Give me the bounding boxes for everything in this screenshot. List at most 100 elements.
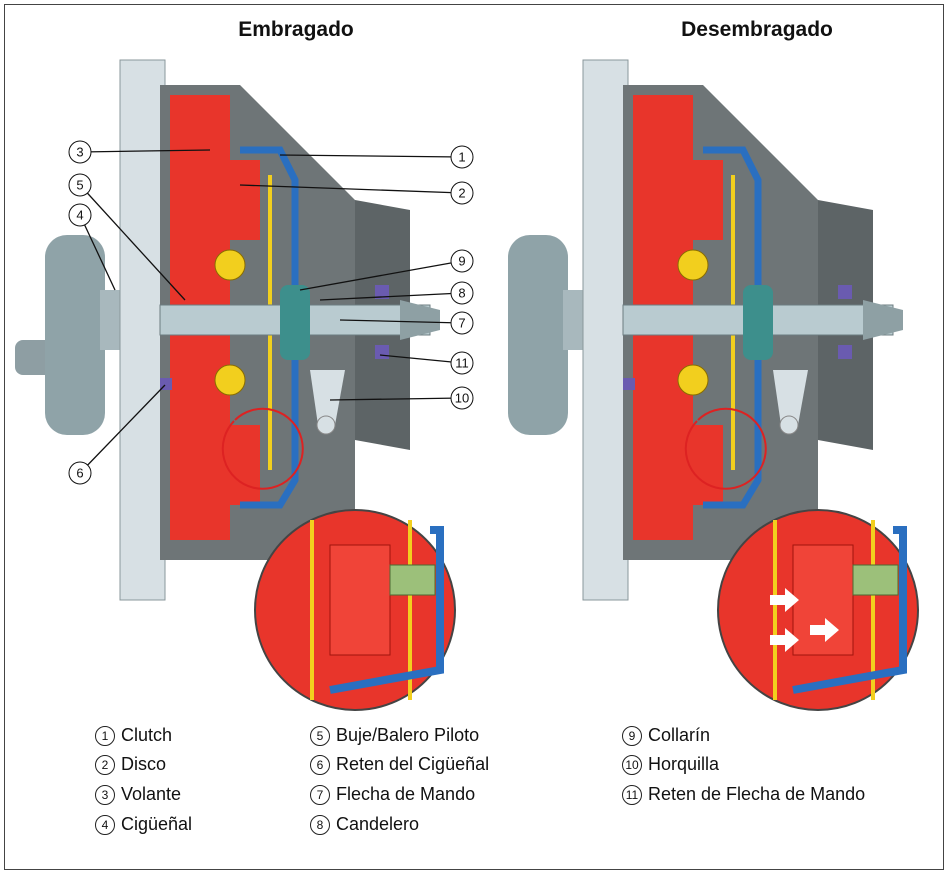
- detail-pressure-plate: [329, 544, 391, 656]
- callout-circle: [68, 140, 92, 164]
- legend-number: 11: [622, 784, 642, 805]
- pressure-plate-lug: [688, 160, 723, 240]
- shaft-gear: [400, 300, 440, 340]
- legend-label: Volante: [121, 784, 182, 804]
- callout-number: 6: [76, 466, 83, 481]
- callout-circle: [450, 145, 474, 169]
- callout-leader: [79, 384, 166, 474]
- callout-number: 4: [76, 208, 83, 223]
- legend-item: 8 Candelero: [310, 814, 419, 835]
- callout-number: 10: [455, 391, 469, 406]
- legend-label: Reten de Flecha de Mando: [648, 784, 866, 804]
- legend-number: 1: [95, 725, 115, 746]
- arrow-icon: [770, 628, 799, 652]
- legend-number: 6: [310, 754, 330, 775]
- legend-label: Collarín: [648, 725, 711, 745]
- flywheel: [119, 59, 166, 601]
- legend-label: Cigüeñal: [121, 814, 193, 834]
- detail-cover: [329, 526, 444, 694]
- legend-item: 2 Disco: [95, 754, 166, 775]
- callout-leader: [299, 260, 463, 291]
- pressure-plate-lug: [225, 160, 260, 240]
- shaft-seal: [838, 345, 852, 359]
- fork-pivot: [316, 415, 336, 435]
- callout-circle: [450, 281, 474, 305]
- callout-leader: [239, 184, 463, 194]
- callout-circle: [450, 351, 474, 375]
- pressure-plate-lug: [688, 425, 723, 505]
- callout-leader: [79, 149, 211, 153]
- callout-number: 9: [458, 254, 465, 269]
- title-disengaged: Desembragado: [681, 18, 833, 41]
- legend-item: 1 Clutch: [95, 725, 172, 746]
- callout-circle: [450, 311, 474, 335]
- shaft-seal: [375, 285, 389, 299]
- damper-spring: [214, 249, 246, 281]
- callout-circle: [450, 249, 474, 273]
- crankshaft-seal: [623, 378, 635, 390]
- legend-number: 9: [622, 725, 642, 746]
- callout-circle: [68, 173, 92, 197]
- shaft-gear: [863, 300, 903, 340]
- callout-leader: [79, 214, 116, 291]
- callout-number: 3: [76, 145, 83, 160]
- callout-number: 11: [455, 356, 469, 371]
- damper-spring: [677, 364, 709, 396]
- callout-circle: [68, 203, 92, 227]
- damper-spring: [677, 249, 709, 281]
- legend-number: 3: [95, 784, 115, 805]
- callout-leader: [319, 292, 463, 301]
- legend-item: 4 Cigüeñal: [95, 814, 192, 835]
- legend-number: 7: [310, 784, 330, 805]
- legend-label: Horquilla: [648, 754, 720, 774]
- legend-label: Reten del Cigüeñal: [336, 754, 490, 774]
- legend-label: Clutch: [121, 725, 173, 745]
- fork-pivot: [779, 415, 799, 435]
- legend-label: Candelero: [336, 814, 420, 834]
- clutch-assembly-disengaged: [508, 59, 919, 711]
- crankshaft-counterweight: [45, 235, 105, 435]
- flywheel: [582, 59, 629, 601]
- legend-item: 11 Reten de Flecha de Mando: [622, 784, 865, 805]
- callout-leader: [379, 354, 463, 364]
- callout-leader: [279, 154, 463, 158]
- title-engaged: Embragado: [238, 18, 354, 41]
- legend-number: 8: [310, 814, 330, 835]
- callout-leader: [329, 397, 463, 401]
- callout-circle: [68, 461, 92, 485]
- release-fork: [310, 370, 345, 425]
- shaft-seal: [838, 285, 852, 299]
- detail-pressure-plate: [792, 544, 854, 656]
- callout-number: 8: [458, 286, 465, 301]
- legend-number: 5: [310, 725, 330, 746]
- shaft-seal: [375, 345, 389, 359]
- detail-highlight-circle: [684, 407, 767, 490]
- callout-leader: [79, 184, 186, 301]
- callout-circle: [450, 386, 474, 410]
- legend-item: 9 Collarín: [622, 725, 710, 746]
- callout-number: 5: [76, 178, 83, 193]
- callout-number: 1: [458, 150, 465, 165]
- legend-item: 3 Volante: [95, 784, 181, 805]
- pressure-plate-lug: [225, 425, 260, 505]
- release-fork: [773, 370, 808, 425]
- release-bearing: [743, 285, 773, 360]
- legend-number: 4: [95, 814, 115, 835]
- arrow-icon: [810, 618, 839, 642]
- damper-spring: [214, 364, 246, 396]
- crankshaft-counterweight: [508, 235, 568, 435]
- arrow-icon: [770, 588, 799, 612]
- legend-label: Disco: [121, 754, 167, 774]
- callout-number: 2: [458, 186, 465, 201]
- diagram-frame: [4, 4, 944, 870]
- legend-number: 2: [95, 754, 115, 775]
- callout-number: 7: [458, 316, 465, 331]
- callout-circle: [450, 181, 474, 205]
- callouts: 3 5 4 6 1 2 9 8 7 11 10: [68, 140, 474, 485]
- callout-leader: [339, 319, 463, 324]
- release-bearing: [280, 285, 310, 360]
